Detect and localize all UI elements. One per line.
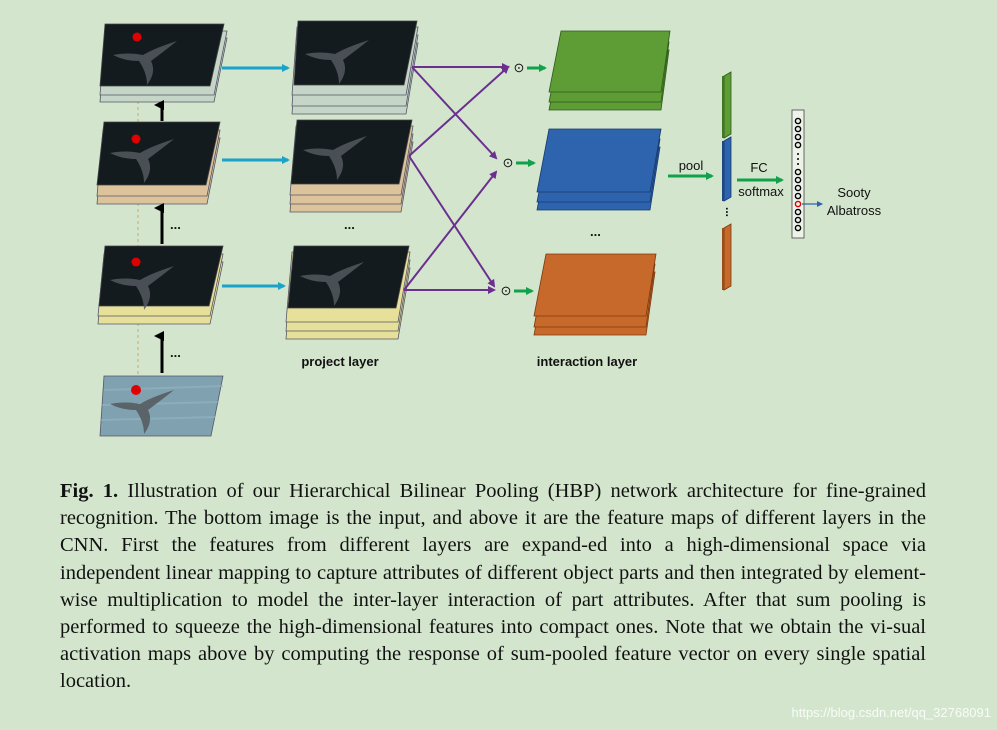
caption-text: Illustration of our Hierarchical Bilinea… bbox=[60, 480, 926, 693]
softmax-label: softmax bbox=[738, 184, 784, 199]
ellipsis-project: ... bbox=[344, 217, 355, 232]
class-label-line1: Sooty bbox=[837, 185, 871, 200]
ellipsis-interaction: ... bbox=[590, 224, 601, 239]
output-neurons bbox=[791, 109, 805, 239]
pooled-vector bbox=[722, 71, 732, 291]
hadamard-bottom: ⊙ bbox=[501, 283, 512, 298]
interaction-block-blue bbox=[536, 128, 662, 211]
hadamard-top: ⊙ bbox=[514, 60, 525, 75]
pool-label: pool bbox=[679, 158, 704, 173]
interaction-layer-label: interaction layer bbox=[537, 354, 637, 369]
figure-label: Fig. 1. bbox=[60, 480, 119, 502]
feature-map-stack-bottom bbox=[97, 245, 224, 325]
ellipsis-left-bottom: ... bbox=[170, 345, 181, 360]
watermark: https://blog.csdn.net/qq_32768091 bbox=[791, 705, 992, 720]
project-stack-top bbox=[291, 20, 419, 115]
interaction-block-green bbox=[548, 30, 671, 111]
ellipsis-vector: ... bbox=[723, 207, 737, 217]
fc-label: FC bbox=[750, 160, 767, 175]
hbp-architecture-diagram: ... ... ... project layer ⊙ ⊙ ⊙ bbox=[96, 20, 882, 437]
input-image bbox=[99, 375, 224, 437]
interaction-arrows bbox=[403, 63, 510, 294]
project-layer-label: project layer bbox=[301, 354, 378, 369]
project-stack-middle bbox=[289, 119, 414, 213]
feature-map-stack-top bbox=[99, 23, 228, 103]
class-label-line2: Albatross bbox=[827, 203, 882, 218]
hadamard-middle: ⊙ bbox=[503, 155, 514, 170]
feature-map-stack-middle bbox=[96, 121, 221, 205]
ellipsis-left-middle: ... bbox=[170, 217, 181, 232]
figure-caption: Fig. 1. Illustration of our Hierarchical… bbox=[60, 478, 926, 696]
interaction-block-orange bbox=[533, 253, 657, 336]
project-stack-bottom bbox=[285, 245, 411, 340]
